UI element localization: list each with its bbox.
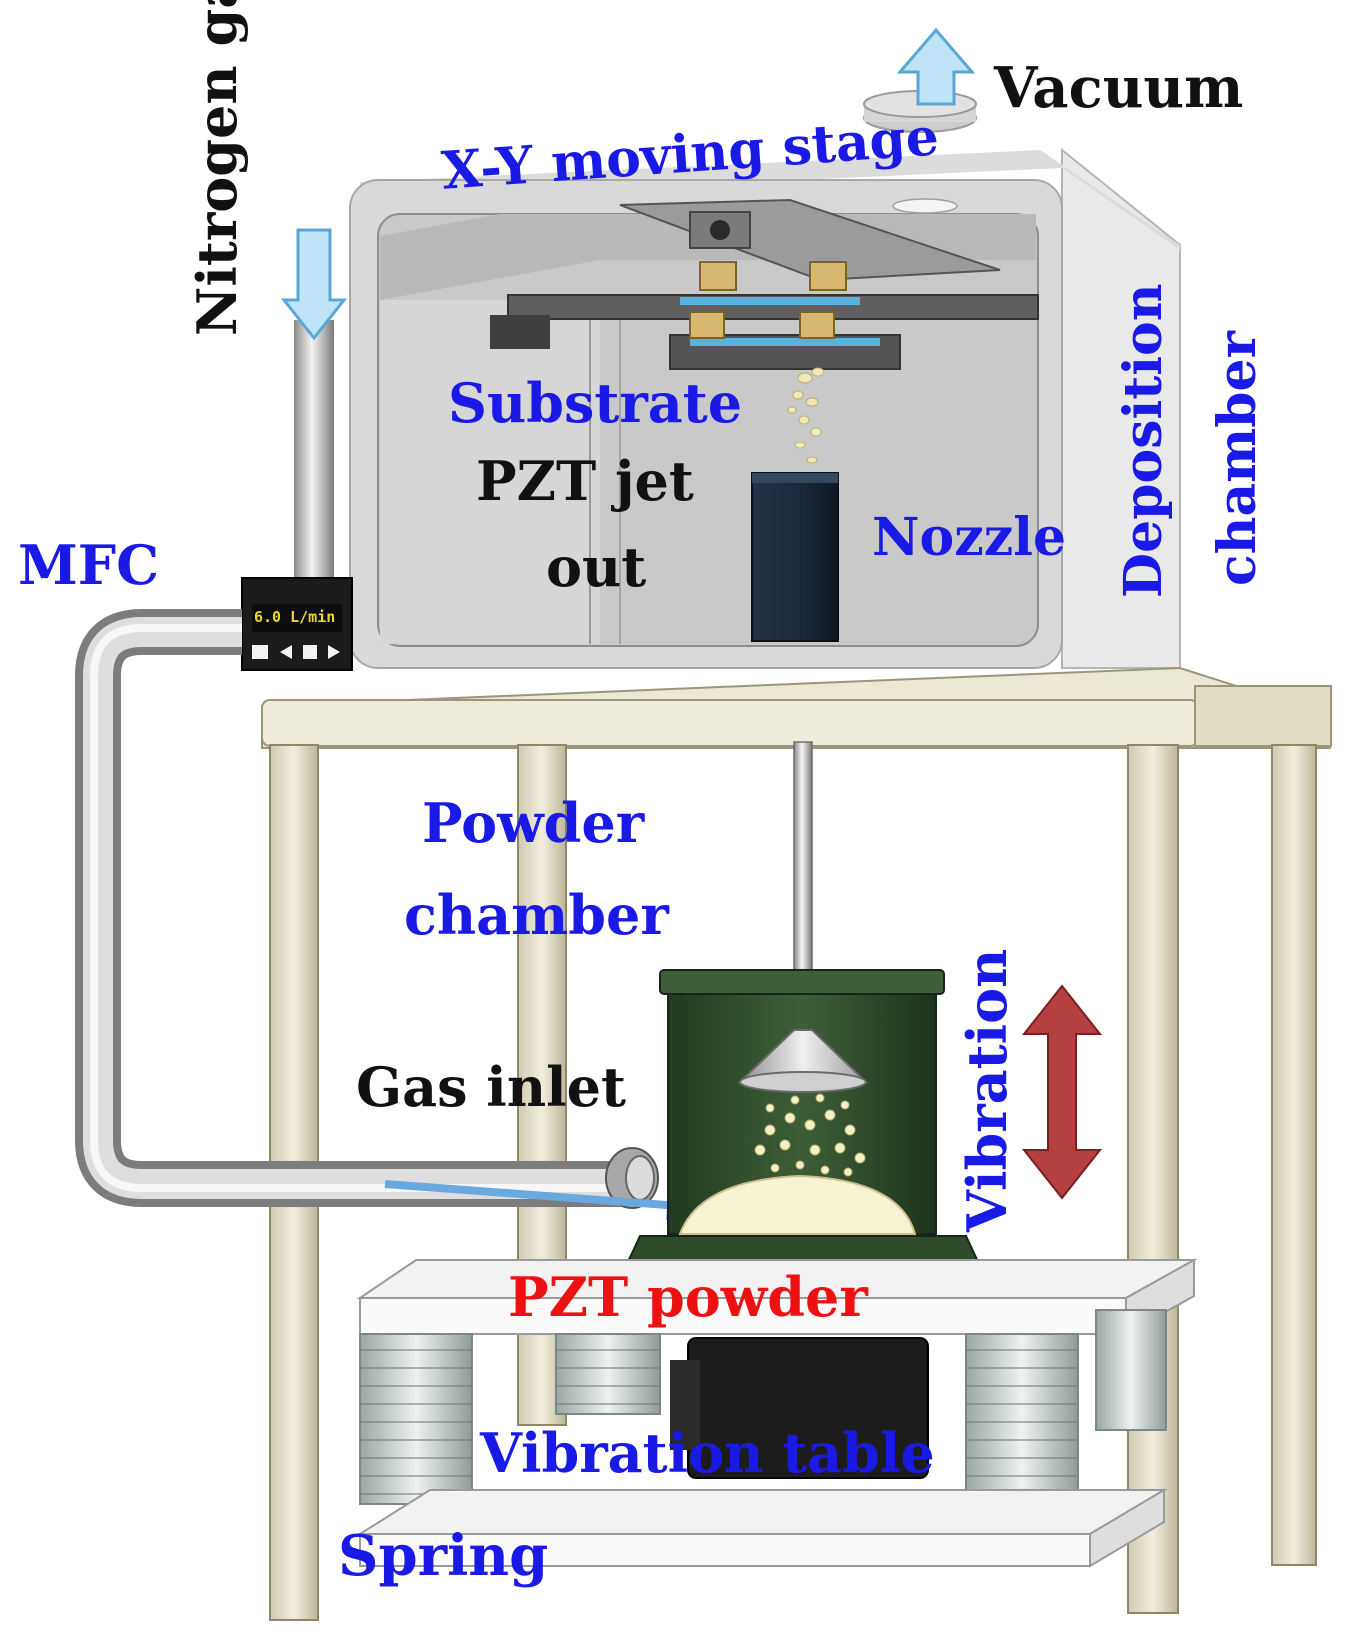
powder-aerosol-particles xyxy=(754,1093,866,1177)
gas-pipe-loop xyxy=(75,609,659,1209)
vibration-table-label: Vibration table xyxy=(480,1421,935,1485)
mfc-label: MFC xyxy=(18,533,160,597)
pzt-jet-label-line2: out xyxy=(546,535,647,599)
nitrogen-gas-label: Nitrogen gas xyxy=(185,0,249,336)
spring-back-right xyxy=(1095,1309,1167,1431)
gas-inlet-label: Gas inlet xyxy=(356,1055,626,1119)
deposition-chamber-label-line2: chamber xyxy=(1207,330,1268,586)
pzt-jet-label-line1: PZT jet xyxy=(476,449,694,513)
xy-moving-stage xyxy=(490,198,1039,370)
nozzle xyxy=(751,472,839,642)
vibration-arrow-icon xyxy=(1021,984,1103,1200)
vibration-label: Vibration xyxy=(955,948,1019,1232)
powder-chamber-label-line1: Powder xyxy=(422,791,645,855)
spring-center xyxy=(555,1333,661,1415)
spring-label: Spring xyxy=(338,1523,549,1589)
mfc-device xyxy=(241,577,353,671)
spring-left xyxy=(359,1333,473,1505)
substrate-label: Substrate xyxy=(448,371,743,435)
vacuum-arrow-icon xyxy=(896,27,976,106)
deposition-chamber-label-line1: Deposition xyxy=(1113,283,1174,598)
nozzle-label: Nozzle xyxy=(872,507,1067,568)
pzt-powder-pile xyxy=(678,1174,917,1235)
powder-chamber-label-line2: chamber xyxy=(404,883,669,947)
vibration-table xyxy=(356,1258,1198,1568)
nitrogen-arrow-icon xyxy=(280,228,348,341)
vacuum-label: Vacuum xyxy=(994,55,1244,121)
mfc-display-readout: 6.0 L/min xyxy=(254,608,336,626)
pzt-powder-label: PZT powder xyxy=(508,1265,868,1329)
powder-funnel xyxy=(737,1029,869,1093)
nitrogen-supply-pipe xyxy=(294,320,334,580)
